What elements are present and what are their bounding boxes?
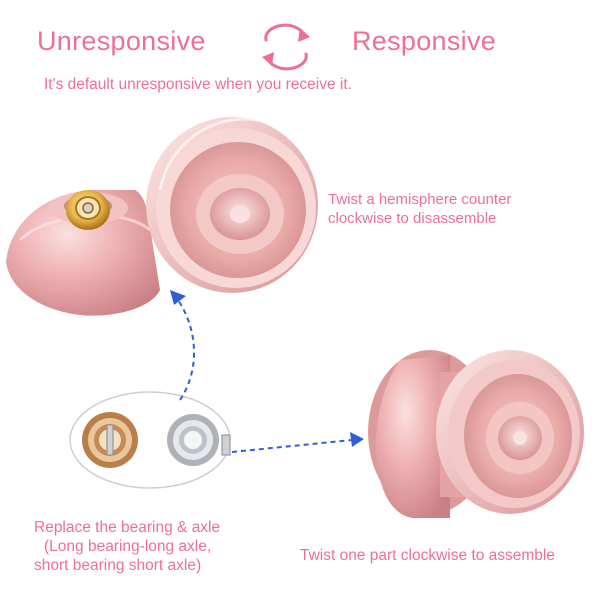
bearing-comparison <box>69 391 231 489</box>
yoyo-assembled <box>368 350 584 519</box>
arrow-to-assembled <box>231 432 364 453</box>
caption-bearing-line-3: short bearing short axle) <box>34 557 202 574</box>
default-state-note: It's default unresponsive when you recei… <box>44 76 352 93</box>
yoyo-half-with-bearing <box>6 190 160 316</box>
long-bearing-icon <box>82 412 138 468</box>
short-axle-icon <box>221 434 231 456</box>
swap-arrows-icon <box>262 23 310 71</box>
caption-disassemble-line-1: Twist a hemisphere counter <box>328 191 512 208</box>
caption-bearing-line-2: (Long bearing-long axle, <box>44 538 212 555</box>
caption-disassemble-line-2: clockwise to disassemble <box>328 210 497 227</box>
mode-label-responsive: Responsive <box>352 26 497 56</box>
arrow-to-disassembled <box>170 290 196 401</box>
short-bearing-icon <box>167 414 219 466</box>
caption-disassemble: Twist a hemisphere counter clockwise to … <box>328 190 511 228</box>
caption-assemble: Twist one part clockwise to assemble <box>300 547 555 564</box>
yoyo-half-cup <box>146 117 318 293</box>
caption-bearing: Replace the bearing & axle (Long bearing… <box>34 518 220 575</box>
mode-label-unresponsive: Unresponsive <box>37 26 206 56</box>
caption-bearing-line-1: Replace the bearing & axle <box>34 519 221 536</box>
